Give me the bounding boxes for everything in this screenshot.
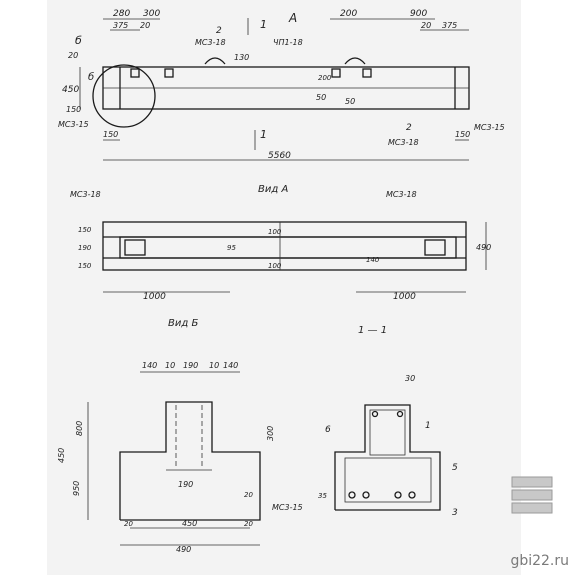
section-title: 1 — 1 bbox=[358, 325, 387, 336]
dim-20b: 20 bbox=[421, 21, 431, 30]
view-a: Вид А МС3-18 МС3-18 150 190 150 100 100 … bbox=[70, 184, 491, 302]
view-b-dim-140a: 140 bbox=[142, 361, 157, 370]
mark-msz15-b: МС3-15 bbox=[474, 123, 505, 132]
section-mark-1: 1 bbox=[425, 421, 431, 431]
mark-msz18-b: МС3-18 bbox=[388, 138, 419, 147]
view-a-dim-190: 190 bbox=[78, 244, 92, 252]
view-a-arrow-label: А bbox=[288, 11, 297, 25]
rebar-2 bbox=[362, 491, 370, 499]
dim-50a: 50 bbox=[316, 93, 326, 102]
rebar-1 bbox=[348, 491, 356, 499]
dim-375a: 375 bbox=[113, 21, 128, 30]
elevation-view: 280 300 375 20 200 900 20 375 20 450 150… bbox=[58, 9, 505, 161]
view-a-web bbox=[119, 236, 457, 259]
view-b-outline bbox=[119, 401, 261, 521]
section-1-label-bottom: 1 bbox=[260, 128, 267, 141]
view-a-title: Вид А bbox=[258, 184, 288, 195]
section-dim-30: 30 bbox=[405, 374, 415, 383]
view-b-title: Вид Б bbox=[168, 318, 198, 329]
embed-plate-1 bbox=[130, 68, 140, 78]
view-a-outline bbox=[102, 221, 467, 271]
dim-150a: 150 bbox=[66, 105, 81, 114]
view-a-dim-150a: 150 bbox=[78, 226, 92, 234]
view-b-dim-10b: 10 bbox=[209, 361, 219, 370]
view-b-dim-950: 950 bbox=[72, 481, 81, 496]
view-b-dim-20a: 20 bbox=[124, 520, 133, 528]
view-a-mark-left: МС3-18 bbox=[70, 190, 101, 199]
dim-900: 900 bbox=[410, 9, 427, 19]
paper-background bbox=[47, 0, 521, 575]
dim-300a: 300 bbox=[143, 9, 160, 19]
view-a-plate-left bbox=[124, 239, 146, 256]
view-a-dim-100b: 100 bbox=[268, 262, 282, 270]
section-cage bbox=[344, 457, 432, 503]
view-b: Вид Б 140 10 190 10 140 800 300 190 950 … bbox=[57, 318, 303, 554]
dim-280: 280 bbox=[113, 9, 130, 19]
view-b-dim-450: 450 bbox=[182, 519, 197, 528]
dim-150c: 150 bbox=[455, 130, 470, 139]
dim-50b: 50 bbox=[345, 97, 355, 106]
section-mark-6: 6 bbox=[325, 425, 331, 435]
view-b-dim-20b: 20 bbox=[244, 520, 253, 528]
view-a-dim-490-label: 490 bbox=[476, 243, 491, 252]
view-b-dim-140b: 140 bbox=[223, 361, 238, 370]
view-a-dim-100a: 100 bbox=[268, 228, 282, 236]
rebar-top-right bbox=[396, 410, 404, 418]
section-dim-35: 35 bbox=[318, 492, 327, 500]
mark-msz15-a: МС3-15 bbox=[58, 120, 89, 129]
mark-2b: 2 bbox=[406, 123, 412, 133]
view-b-dim-10a: 10 bbox=[165, 361, 175, 370]
dim-200: 200 bbox=[340, 9, 357, 19]
view-b-mark: МС3-15 bbox=[272, 503, 303, 512]
rebar-top-left bbox=[371, 410, 379, 418]
view-a-dim-1000b: 1000 bbox=[393, 292, 416, 302]
view-a-dim-1000a: 1000 bbox=[143, 292, 166, 302]
lifting-loop-right bbox=[344, 57, 366, 65]
dim-450: 450 bbox=[62, 85, 79, 95]
view-b-dim-190b: 190 bbox=[178, 480, 193, 489]
view-b-dim-450v: 450 bbox=[57, 448, 66, 463]
lifting-loop-left bbox=[204, 57, 226, 65]
detail-b-label: б bbox=[75, 34, 82, 47]
section-web-cage bbox=[369, 409, 406, 456]
dim-5560: 5560 bbox=[268, 151, 291, 161]
view-a-dim-150b: 150 bbox=[78, 262, 92, 270]
watermark-text: gbi22.ru bbox=[510, 553, 569, 569]
view-b-dim-190: 190 bbox=[183, 361, 198, 370]
dim-20a: 20 bbox=[140, 21, 150, 30]
dim-200b: 200 bbox=[318, 74, 332, 82]
embed-plate-2 bbox=[164, 68, 174, 78]
section-outline bbox=[334, 404, 441, 511]
embed-plate-3 bbox=[331, 68, 341, 78]
section-mark-3: 3 bbox=[452, 508, 458, 518]
detail-circle-b bbox=[92, 64, 156, 128]
mark-chp1-18: ЧП1-18 bbox=[273, 38, 303, 47]
dim-20c: 20 bbox=[68, 51, 78, 60]
view-b-dim-800: 800 bbox=[75, 421, 84, 436]
view-a-dim-95: 95 bbox=[227, 244, 236, 252]
view-a-plate-right bbox=[424, 239, 446, 256]
view-b-dim-300: 300 bbox=[266, 426, 275, 441]
mark-msz18-a: МС3-18 bbox=[195, 38, 226, 47]
view-a-mark-right: МС3-18 bbox=[386, 190, 417, 199]
embed-plate-4 bbox=[362, 68, 372, 78]
view-a-dim-140: 140 bbox=[366, 256, 380, 264]
dim-150b: 150 bbox=[103, 130, 118, 139]
dim-375b: 375 bbox=[442, 21, 457, 30]
section-1-1: 1 — 1 30 1 3 5 6 35 bbox=[318, 325, 458, 518]
detail-b-label-inner: б bbox=[88, 71, 94, 83]
rebar-3 bbox=[394, 491, 402, 499]
view-b-dim-20c: 20 bbox=[244, 491, 253, 499]
view-b-dim-490: 490 bbox=[176, 545, 191, 554]
section-1-label: 1 bbox=[260, 18, 267, 31]
mark-2a: 2 bbox=[216, 26, 222, 36]
rebar-4 bbox=[408, 491, 416, 499]
site-logo bbox=[511, 476, 553, 514]
dim-130: 130 bbox=[234, 53, 249, 62]
section-mark-5: 5 bbox=[452, 463, 458, 473]
